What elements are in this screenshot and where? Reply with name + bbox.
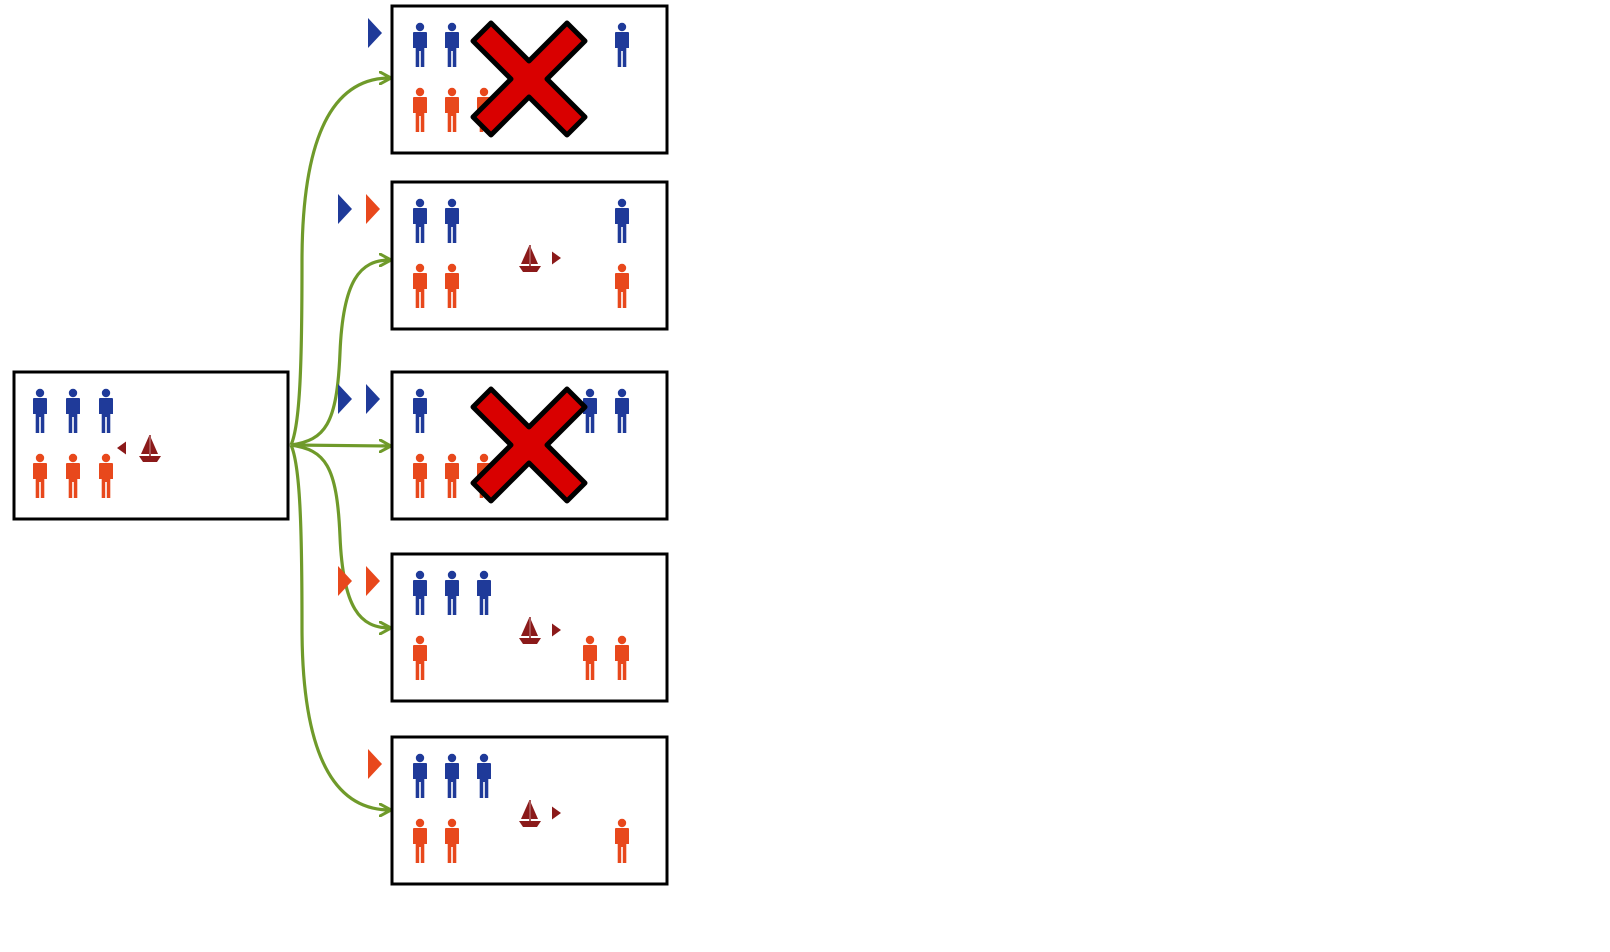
- transition-arrow: [289, 78, 390, 446]
- orange-person-icon: [413, 87, 427, 132]
- blue-person-icon: [477, 570, 491, 615]
- blue-passenger-marker-icon: [368, 18, 382, 48]
- blue-person-icon: [33, 388, 47, 433]
- orange-person-icon: [66, 453, 80, 498]
- transition-arrows: [289, 78, 390, 810]
- orange-person-icon: [33, 453, 47, 498]
- orange-person-icon: [445, 818, 459, 863]
- blue-person-icon: [615, 198, 629, 243]
- blue-passenger-marker-icon: [338, 194, 352, 224]
- state-1: [368, 4, 669, 155]
- red-x-icon: [470, 20, 588, 138]
- state-boxes: [12, 4, 669, 886]
- boat-direction-icon: [552, 806, 561, 820]
- orange-passenger-marker-icon: [366, 194, 380, 224]
- sailboat-icon: [519, 617, 561, 644]
- orange-person-icon: [99, 453, 113, 498]
- blue-person-icon: [66, 388, 80, 433]
- blue-person-icon: [615, 22, 629, 67]
- orange-person-icon: [413, 818, 427, 863]
- initial-state: [12, 370, 290, 521]
- boat-direction-icon: [117, 441, 126, 455]
- orange-person-icon: [445, 263, 459, 308]
- boat-direction-icon: [552, 623, 561, 637]
- blue-person-icon: [615, 388, 629, 433]
- state-3: [338, 370, 669, 521]
- orange-passenger-marker-icon: [366, 566, 380, 596]
- sailboat-icon: [117, 435, 161, 462]
- blue-person-icon: [477, 753, 491, 798]
- blue-passenger-marker-icon: [366, 384, 380, 414]
- orange-person-icon: [413, 453, 427, 498]
- state-2: [338, 180, 669, 331]
- blue-person-icon: [445, 198, 459, 243]
- transition-arrow: [290, 260, 390, 447]
- transition-arrow: [290, 443, 390, 628]
- blue-person-icon: [413, 198, 427, 243]
- red-x-icon: [470, 386, 588, 504]
- orange-person-icon: [615, 818, 629, 863]
- blue-person-icon: [99, 388, 113, 433]
- orange-person-icon: [583, 635, 597, 680]
- orange-person-icon: [413, 635, 427, 680]
- orange-passenger-marker-icon: [368, 749, 382, 779]
- blue-person-icon: [445, 22, 459, 67]
- transition-arrow: [289, 444, 390, 810]
- orange-person-icon: [445, 453, 459, 498]
- blue-person-icon: [445, 753, 459, 798]
- state-5: [368, 735, 669, 886]
- blue-person-icon: [413, 570, 427, 615]
- orange-person-icon: [615, 635, 629, 680]
- orange-person-icon: [615, 263, 629, 308]
- boat-direction-icon: [552, 251, 561, 265]
- sailboat-icon: [519, 800, 561, 827]
- blue-passenger-marker-icon: [338, 384, 352, 414]
- blue-person-icon: [413, 388, 427, 433]
- blue-person-icon: [413, 753, 427, 798]
- state-4: [338, 552, 669, 703]
- blue-person-icon: [445, 570, 459, 615]
- orange-person-icon: [445, 87, 459, 132]
- sailboat-icon: [519, 245, 561, 272]
- orange-passenger-marker-icon: [338, 566, 352, 596]
- blue-person-icon: [413, 22, 427, 67]
- transition-arrow: [290, 445, 390, 446]
- orange-person-icon: [413, 263, 427, 308]
